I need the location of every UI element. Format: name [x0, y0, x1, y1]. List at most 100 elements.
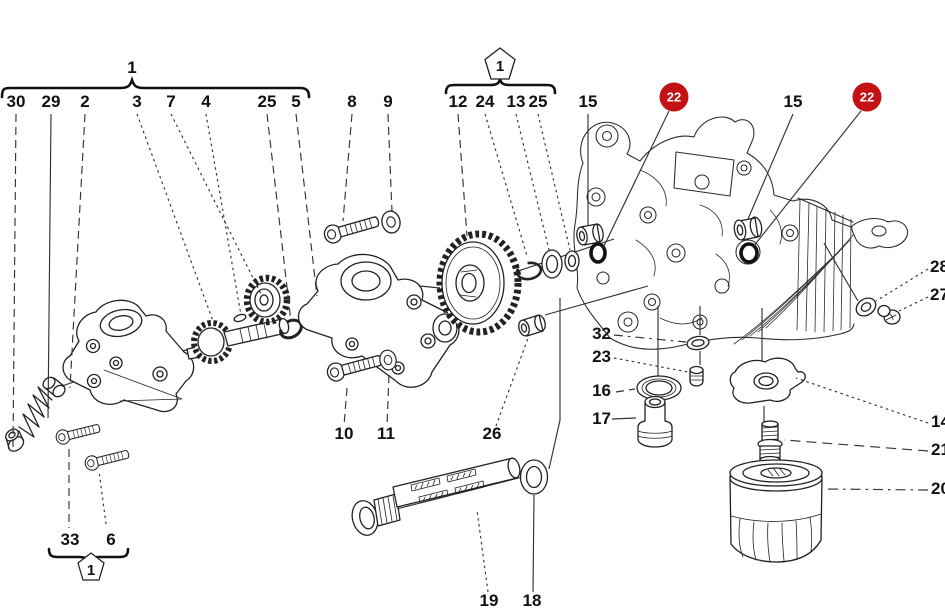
leader-line-30: [12, 113, 17, 448]
leader-line-11: [386, 374, 390, 427]
callout-20: 20: [931, 479, 945, 498]
leader-line-2: [69, 113, 86, 389]
callout-3: 3: [132, 92, 141, 111]
leader-line-22-right: [752, 110, 862, 248]
leader-line-25-right: [537, 113, 571, 251]
leader-line-32: [613, 334, 687, 343]
oil-strainer: [351, 457, 521, 536]
leader-line-10: [343, 387, 348, 427]
assembly-brace-label: 1: [127, 58, 136, 77]
o-ring-22-left: [589, 242, 607, 264]
pentagon-bottom-label: 1: [87, 562, 95, 579]
callout-5: 5: [291, 92, 300, 111]
leader-line-18: [532, 494, 535, 593]
leader-line-19: [476, 509, 489, 593]
badge-22-right: 22: [852, 82, 882, 112]
bushing-15-right: [733, 216, 763, 241]
leader-line-25-left: [266, 113, 292, 323]
bolt-23: [689, 365, 704, 387]
relief-valve-piston: [42, 376, 66, 398]
callout-13: 13: [507, 92, 526, 111]
leader-line-9: [387, 113, 393, 213]
callout-30: 30: [7, 92, 26, 111]
bushing-26: [518, 314, 546, 337]
leader-line-29: [47, 113, 52, 419]
callout-25-left: 25: [258, 92, 277, 111]
leader-line-3: [136, 113, 218, 333]
oil-pump-body: [62, 299, 195, 413]
engine-block-illustration: [573, 116, 909, 350]
washer-28: [855, 297, 877, 317]
leader-line-17: [611, 417, 637, 420]
leader-line-14: [795, 377, 929, 424]
callout-7: 7: [166, 92, 175, 111]
pentagon-top-label: 1: [496, 58, 504, 75]
callout-26: 26: [483, 424, 502, 443]
strainer-gasket-ring: [519, 459, 549, 495]
callout-21: 21: [931, 440, 945, 459]
drain-plug-17: [637, 395, 673, 448]
gear-group-marker: 1: [444, 47, 557, 95]
badge-22-left-label: 22: [667, 90, 681, 105]
callout-23: 23: [592, 347, 611, 366]
oil-filter-cartridge: [729, 459, 823, 563]
leader-line-21: [783, 439, 929, 452]
callout-6: 6: [106, 530, 115, 549]
leader-line-13: [515, 113, 550, 251]
callout-24: 24: [476, 92, 495, 111]
leader-line-16: [615, 388, 636, 393]
relief-valve-cup: [5, 428, 25, 452]
shaft-key: [233, 313, 247, 323]
filter-union-21: [757, 420, 783, 465]
bolt-27: [877, 304, 901, 325]
bushing-15-left: [576, 223, 604, 246]
callout-9: 9: [383, 92, 392, 111]
leader-line-4: [205, 113, 242, 316]
callout-27: 27: [930, 285, 945, 304]
leader-line-12: [457, 113, 468, 237]
callout-15-left: 15: [579, 92, 598, 111]
badge-22-left: 22: [659, 82, 689, 112]
leader-line-20: [823, 488, 929, 491]
leader-lines: [12, 110, 929, 593]
callout-8: 8: [347, 92, 356, 111]
pump-cover: [297, 253, 460, 388]
circlip-24: [515, 261, 543, 281]
part-number-callouts: 30 29 2 3 7 4 25 5 8 9 12 24 13 25 15 15…: [7, 92, 945, 610]
callout-18: 18: [523, 591, 542, 610]
callout-17: 17: [592, 409, 611, 428]
leader-line-7: [170, 113, 263, 297]
washer-9: [379, 208, 403, 236]
leader-line-8: [342, 113, 353, 222]
leader-line-28: [875, 268, 929, 302]
callout-29: 29: [42, 92, 61, 111]
callout-11: 11: [377, 424, 395, 443]
screw-group-marker: 1: [47, 547, 130, 581]
leader-line-27: [898, 296, 929, 312]
callout-16: 16: [592, 381, 611, 400]
badge-22-right-label: 22: [860, 90, 874, 105]
leader-line-22-left: [602, 110, 670, 249]
callout-14: 14: [931, 412, 945, 431]
pump-screw-33: [54, 420, 102, 447]
leader-line-6: [98, 470, 107, 525]
leader-line-15-right: [747, 113, 794, 220]
callout-32: 32: [592, 324, 611, 343]
drain-washer-16: [636, 375, 682, 401]
callout-33: 33: [61, 530, 80, 549]
callout-28: 28: [930, 257, 945, 276]
callout-15-right: 15: [784, 92, 803, 111]
callout-25-right: 25: [529, 92, 548, 111]
leader-line-23: [613, 357, 689, 373]
callout-10: 10: [335, 424, 354, 443]
callout-4: 4: [201, 92, 211, 111]
leader-line-24: [484, 113, 528, 257]
relief-valve-spring: [18, 386, 53, 438]
callout-19: 19: [480, 591, 499, 610]
pump-gear: [243, 274, 291, 326]
washer-32: [686, 335, 710, 351]
pump-screw-6: [83, 446, 131, 473]
filter-mount-plate: [729, 357, 806, 404]
